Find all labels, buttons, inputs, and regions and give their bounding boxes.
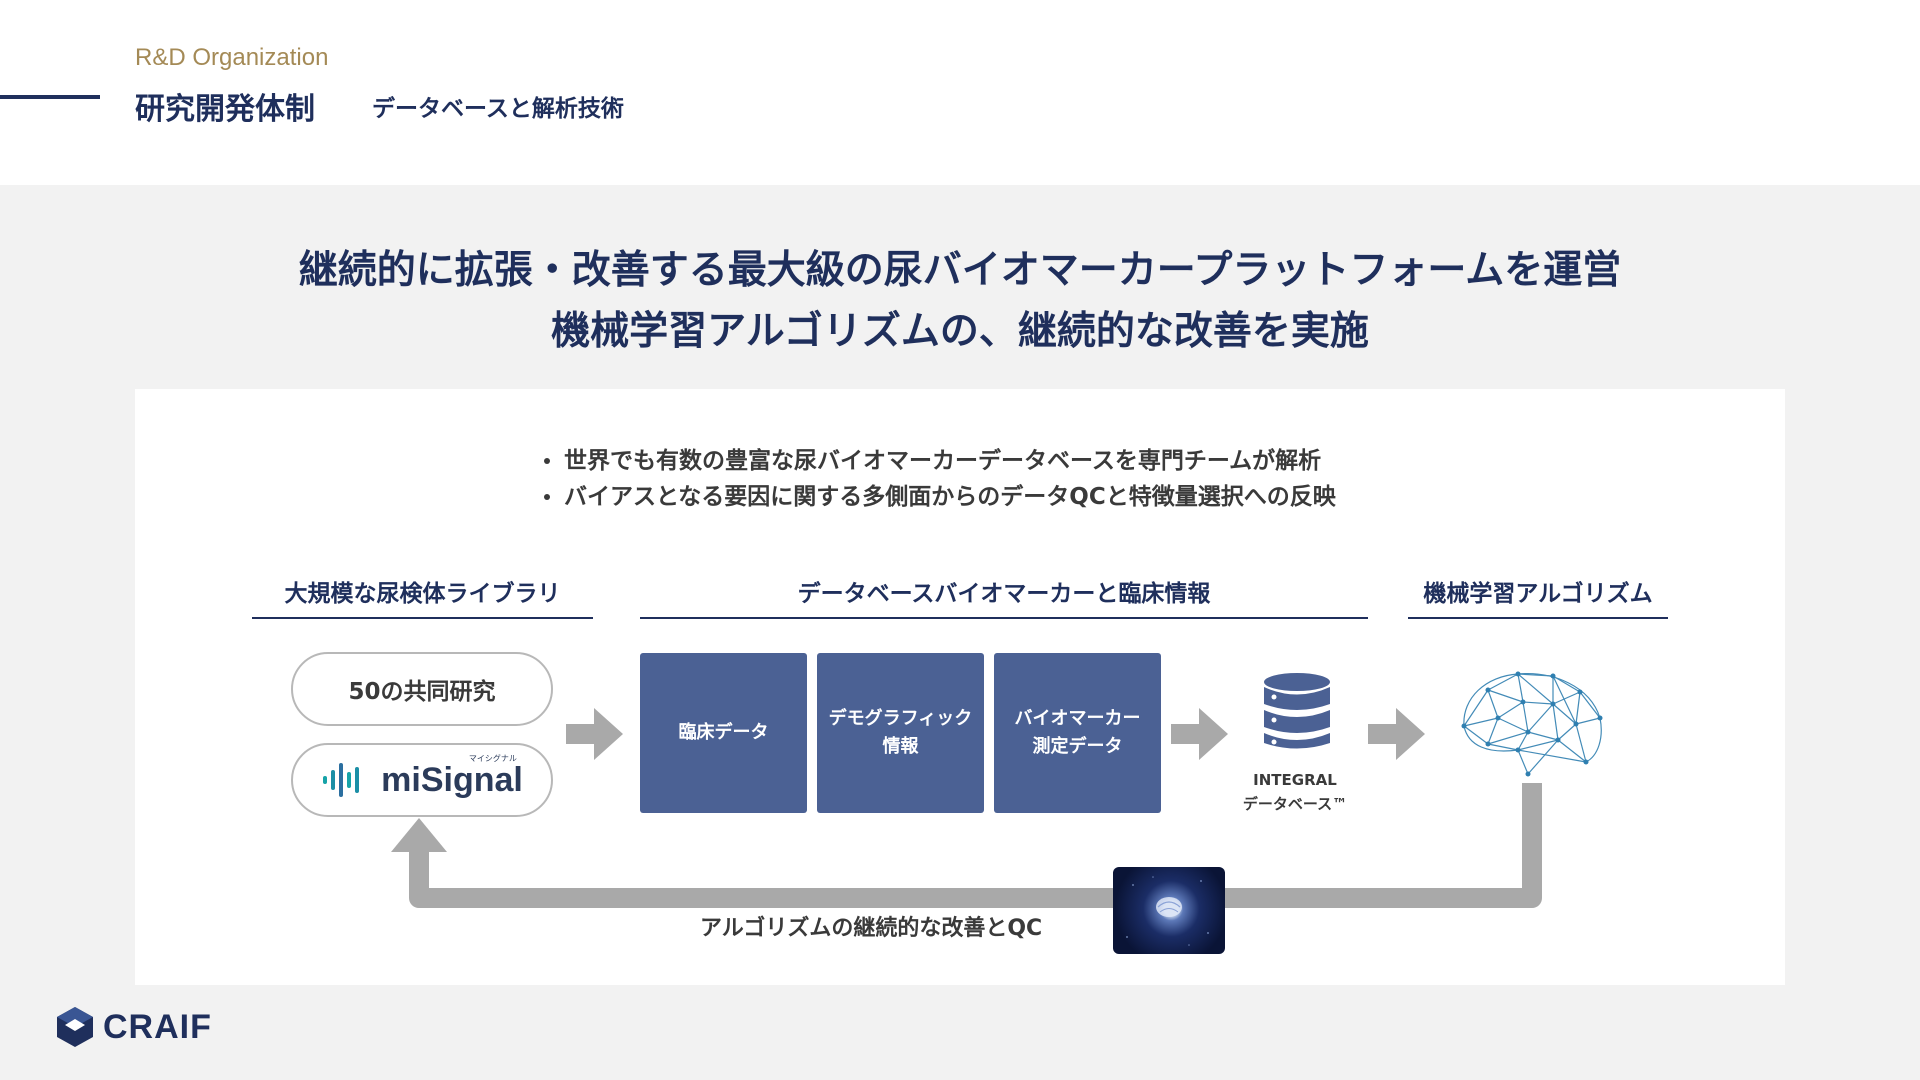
joint-research-pill: 50の共同研究	[291, 652, 553, 726]
clinical-data-label: 臨床データ	[679, 719, 769, 747]
section-title-ml: 機械学習アルゴリズム	[1408, 574, 1668, 608]
misignal-logo-text: miSignal マイシグナル	[381, 761, 523, 800]
biomarker-label: バイオマーカー 測定データ	[1015, 705, 1141, 761]
biomarker-box: バイオマーカー 測定データ	[994, 653, 1161, 813]
demographic-label-line2: 情報	[829, 733, 973, 761]
craif-logo-icon	[55, 1005, 95, 1049]
database-icon	[1262, 672, 1332, 752]
craif-logo: CRAIF	[55, 1005, 212, 1049]
database-label-line2: データベース™	[1225, 792, 1365, 816]
biomarker-label-line2: 測定データ	[1015, 733, 1141, 761]
misignal-pill: miSignal マイシグナル	[291, 743, 553, 817]
section-title-database: データベースバイオマーカーと臨床情報	[640, 574, 1368, 608]
page-title: 研究開発体制	[135, 84, 315, 128]
clinical-data-box: 臨床データ	[640, 653, 807, 813]
page-subtitle: データベースと解析技術	[372, 89, 624, 123]
brain-image	[1113, 867, 1225, 954]
bullet-dot	[544, 494, 550, 500]
misignal-logo-wordmark: miSignal	[381, 761, 523, 799]
headline-line-1: 継続的に拡張・改善する最大級の尿バイオマーカープラットフォームを運営	[0, 239, 1920, 295]
database-label: INTEGRAL データベース™	[1225, 768, 1365, 816]
bullet-list: 世界でも有数の豊富な尿バイオマーカーデータベースを専門チームが解析 バイアスとな…	[544, 443, 1336, 515]
headline-line-2: 機械学習アルゴリズムの、継続的な改善を実施	[0, 300, 1920, 356]
bullet-text: バイアスとなる要因に関する多側面からのデータQCと特徴量選択への反映	[564, 479, 1336, 515]
section-underline-database	[640, 617, 1368, 619]
glowing-brain-icon	[1113, 867, 1225, 954]
bullet-dot	[544, 458, 550, 464]
header-accent-line	[0, 95, 100, 99]
misignal-logo-ruby: マイシグナル	[469, 753, 517, 764]
demographic-box: デモグラフィック 情報	[817, 653, 984, 813]
loop-label: アルゴリズムの継続的な改善とQC	[700, 910, 1042, 942]
header: R&D Organization 研究開発体制 データベースと解析技術	[0, 0, 1920, 185]
bullet-item: 世界でも有数の豊富な尿バイオマーカーデータベースを専門チームが解析	[544, 443, 1336, 479]
waveform-icon	[321, 759, 373, 801]
database-label-line1: INTEGRAL	[1225, 768, 1365, 792]
biomarker-label-line1: バイオマーカー	[1015, 705, 1141, 733]
bullet-text: 世界でも有数の豊富な尿バイオマーカーデータベースを専門チームが解析	[564, 443, 1321, 479]
craif-logo-text: CRAIF	[103, 1008, 212, 1047]
section-underline-ml	[1408, 617, 1668, 619]
header-en-label: R&D Organization	[135, 44, 328, 72]
demographic-label-line1: デモグラフィック	[829, 705, 973, 733]
bullet-item: バイアスとなる要因に関する多側面からのデータQCと特徴量選択への反映	[544, 479, 1336, 515]
demographic-label: デモグラフィック 情報	[829, 705, 973, 761]
neural-network-brain-icon	[1458, 668, 1606, 778]
section-underline-library	[252, 617, 593, 619]
joint-research-label: 50の共同研究	[348, 672, 495, 706]
misignal-logo: miSignal マイシグナル	[321, 759, 523, 801]
section-title-library: 大規模な尿検体ライブラリ	[252, 574, 593, 608]
